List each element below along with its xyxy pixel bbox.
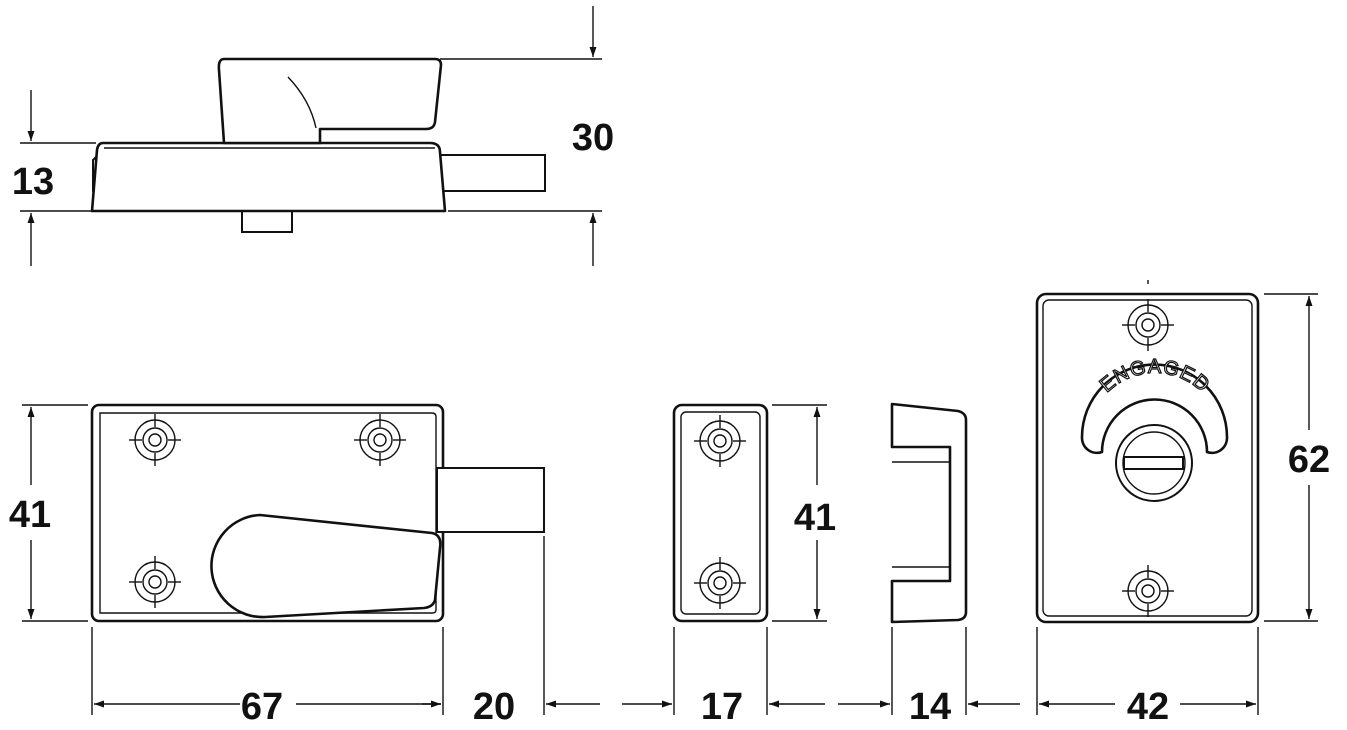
vertical-dimension-lines (22, 293, 1318, 622)
dim-top-height-body: 13 (12, 161, 54, 203)
dim-keep-height: 41 (794, 497, 836, 539)
keep-plate (672, 403, 769, 623)
dim-top-height-total: 30 (572, 117, 614, 159)
indicator-view: ENGAGED (1035, 280, 1260, 624)
lock-lever (210, 513, 442, 619)
indicator-sign-arc (1080, 363, 1229, 455)
keep-view (672, 403, 769, 623)
dim-bolt-extension: 20 (473, 686, 515, 728)
side-view-bolt (437, 154, 546, 192)
side-view-knob (217, 57, 443, 145)
dim-staple-width: 14 (909, 686, 951, 728)
dim-keep-width: 17 (701, 686, 743, 728)
bottom-dimension-lines (91, 536, 1259, 715)
dim-lock-width: 67 (241, 686, 283, 728)
side-view-body (90, 141, 447, 213)
dim-lock-height: 41 (9, 494, 51, 536)
top-dimension-lines (20, 6, 602, 266)
indicator-slot (1123, 456, 1184, 470)
dim-indicator-width: 42 (1127, 686, 1169, 728)
dim-indicator-height: 62 (1288, 439, 1330, 481)
staple-view (890, 402, 968, 624)
staple-body (890, 402, 968, 624)
side-view (90, 57, 546, 233)
lock-front-view (90, 403, 545, 623)
lock-bolt (436, 467, 545, 533)
